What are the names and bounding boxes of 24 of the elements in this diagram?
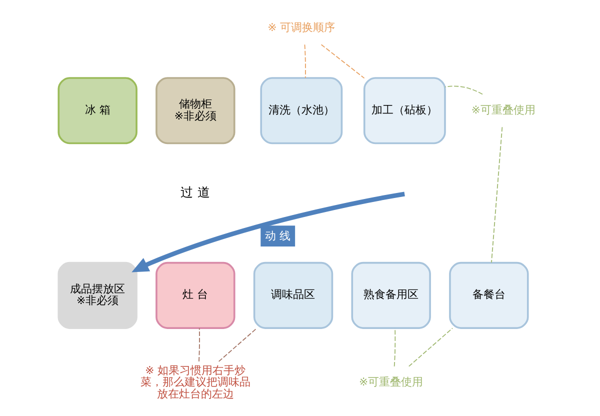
connector — [444, 86, 482, 95]
node-box: 清洗（水池） — [260, 77, 342, 144]
node-text: ※ 如果习惯用右手炒菜，那么建议把调味品放在灶台的左边 — [140, 364, 250, 400]
node-box: 成品摆放区 ※非必须 — [57, 262, 137, 329]
node-text: ※可重叠使用 — [358, 376, 423, 389]
label: 过 道 — [180, 184, 210, 200]
connector — [408, 328, 452, 367]
node-box: 灶 台 — [155, 262, 235, 329]
connector — [490, 126, 502, 264]
connector — [393, 328, 396, 367]
node-box: 储物柜 ※非必须 — [155, 77, 235, 144]
node-box: 调味品区 — [252, 262, 333, 329]
connector — [304, 44, 306, 78]
connector — [320, 44, 364, 79]
edge-label: 动 线 — [264, 229, 290, 242]
connector — [218, 328, 257, 362]
node-text: ※ 可调换顺序 — [267, 20, 335, 34]
node-box: 备餐台 — [448, 262, 528, 329]
arrow — [131, 192, 404, 272]
connector — [198, 328, 200, 362]
node-text: ※可重叠使用 — [470, 103, 535, 116]
node-box: 熟食备用区 — [350, 262, 430, 329]
node-box: 加工（砧板） — [362, 77, 446, 144]
node-box: 冰 箱 — [57, 77, 137, 144]
